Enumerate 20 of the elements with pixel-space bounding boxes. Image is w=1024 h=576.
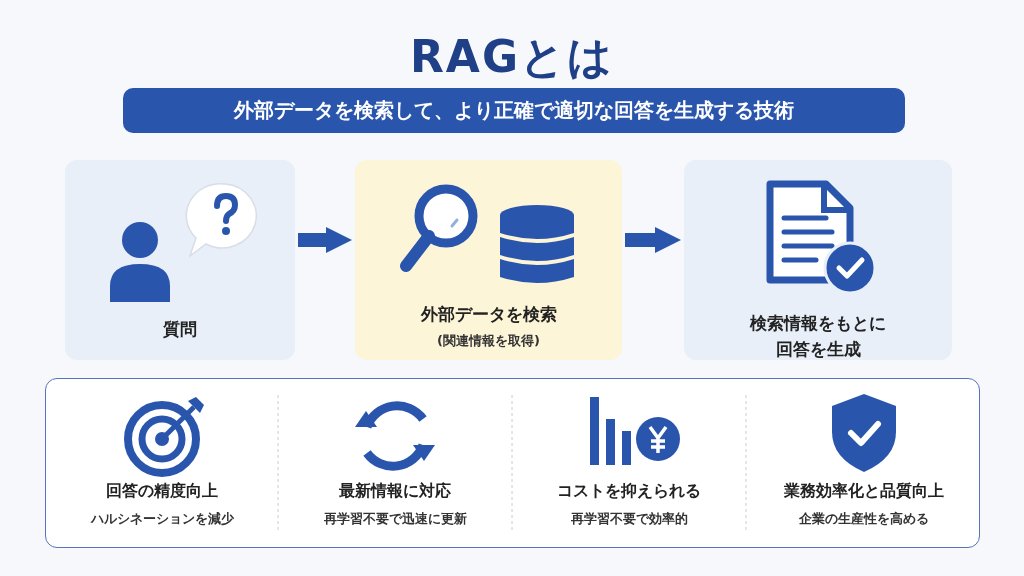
benefit-description: 企業の生産性を高める [797, 511, 930, 528]
subtitle-banner [123, 88, 905, 133]
title: RAGとは [408, 30, 616, 84]
benefit-heading: 回答の精度向上 [105, 481, 219, 502]
step-label: 検索情報をもとに回答を生成 [749, 312, 887, 361]
step-note: (関連情報を取得) [436, 332, 541, 350]
benefit-heading: コストを抑えられる [556, 481, 702, 502]
benefit-heading: 業務効率化と品質向上 [782, 481, 945, 502]
benefit-description: 再学習不要で効率的 [569, 511, 689, 528]
arrow [298, 227, 352, 253]
arrow [625, 227, 681, 253]
subtitle-text: 外部データを検索して、より正確で適切な回答を生成する技術 [232, 97, 795, 124]
step-label: 外部データを検索 [419, 303, 558, 326]
step-panel [355, 160, 622, 360]
step-panel [65, 160, 295, 360]
benefit-heading: 最新情報に対応 [338, 481, 452, 502]
benefit-description: ハルシネーションを減少 [89, 511, 235, 528]
step-label: 質問 [162, 318, 198, 341]
benefits-box [45, 378, 980, 548]
benefit-description: 再学習不要で迅速に更新 [322, 511, 468, 528]
